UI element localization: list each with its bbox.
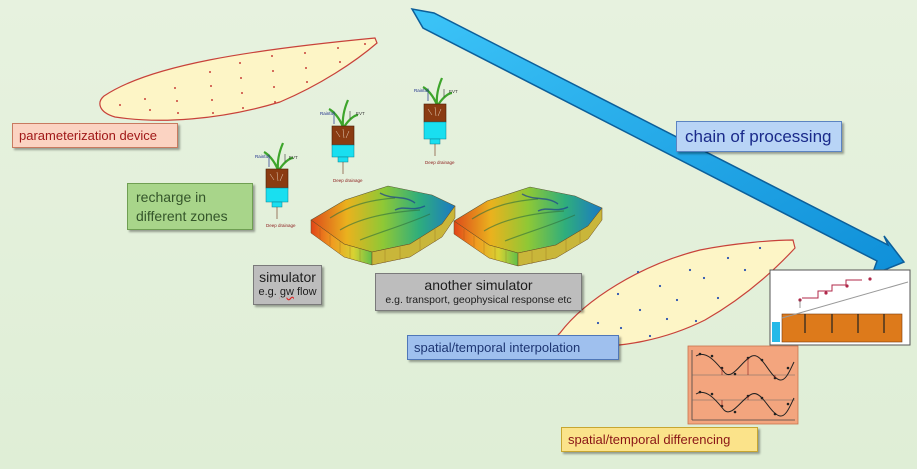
- deep-drainage-label-3: Deep drainage: [425, 160, 455, 165]
- rainfall-label-2: Rainfall: [320, 111, 336, 116]
- rainfall-label-1: Rainfall: [255, 154, 271, 159]
- plant-column-1: [263, 142, 294, 219]
- deep-drainage-label-1: Deep drainage: [266, 223, 296, 228]
- simulator-sub-suffix: flow: [293, 286, 317, 298]
- simulator-subtitle: e.g. gw flow: [254, 285, 321, 300]
- chain-arrow: [410, 7, 906, 277]
- terrain-model-2: [453, 186, 603, 267]
- recharge-zones-label: recharge in different zones: [127, 183, 253, 230]
- simulator-title: simulator: [259, 269, 316, 285]
- another-simulator-subtitle: e.g. transport, geophysical response etc: [385, 294, 572, 306]
- output-panel: [769, 269, 911, 346]
- parameterization-blob: [99, 37, 378, 121]
- recharge-line-2: different zones: [136, 208, 228, 224]
- rainfall-label-3: Rainfall: [414, 88, 430, 93]
- simulator-sub-prefix: e.g.: [258, 286, 280, 298]
- chain-of-processing-label: chain of processing: [676, 121, 842, 152]
- another-simulator-title: another simulator: [424, 277, 533, 293]
- interpolation-blob: [556, 239, 796, 347]
- plant-column-2: [328, 99, 359, 174]
- spatial-temporal-interpolation-label: spatial/temporal interpolation: [407, 335, 619, 360]
- evt-label-3: EVT: [449, 89, 458, 94]
- spatial-temporal-differencing-label: spatial/temporal differencing: [561, 427, 758, 452]
- recharge-line-1: recharge in: [136, 189, 207, 205]
- parameterization-device-label: parameterization device: [12, 123, 178, 148]
- evt-label-1: EVT: [289, 155, 298, 160]
- another-simulator-label: another simulator e.g. transport, geophy…: [375, 273, 582, 311]
- differencing-panel: [687, 345, 799, 425]
- evt-label-2: EVT: [356, 111, 365, 116]
- plant-column-3: [422, 77, 453, 156]
- deep-drainage-label-2: Deep drainage: [333, 178, 363, 183]
- terrain-model-1: [310, 185, 456, 266]
- simulator-label: simulator e.g. gw flow: [253, 265, 322, 305]
- simulator-sub-gw: gw: [279, 286, 294, 298]
